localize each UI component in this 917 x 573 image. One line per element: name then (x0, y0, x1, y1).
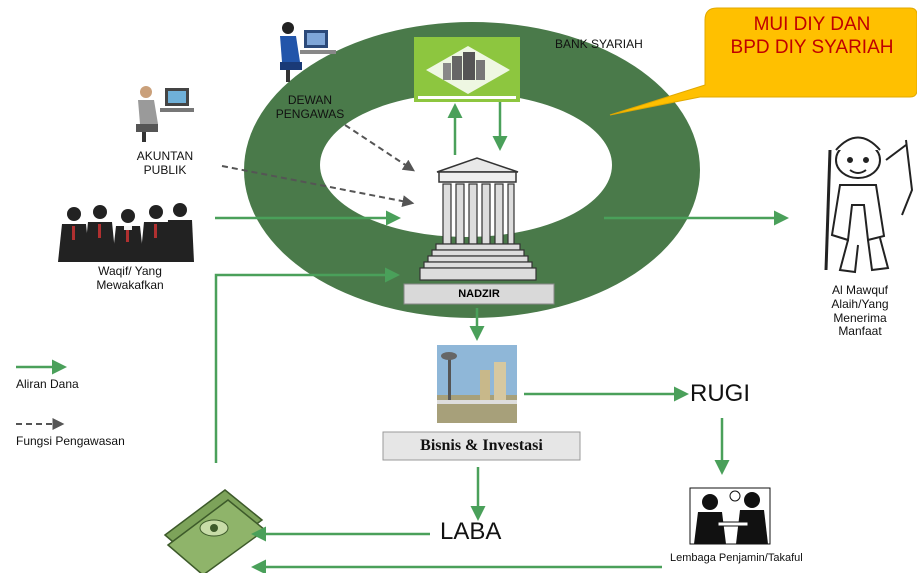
callout-text: MUI DIY DAN BPD DIY SYARIAH (707, 14, 917, 60)
callout-bubble (609, 7, 917, 116)
mawquf-line-2: Alaih/Yang (831, 296, 889, 311)
bank-building-icon (414, 37, 520, 102)
mawquf-line-3: Menerima (833, 310, 887, 325)
cartoon-man-icon (824, 136, 914, 274)
laba-label: LABA (440, 518, 502, 545)
legend-fungsi-pengawasan: Fungsi Pengawasan (16, 434, 125, 448)
mawquf-label: Al Mawquf Alaih/Yang Menerima Manfaat (810, 283, 910, 339)
bank-syariah-label: BANK SYARIAH (555, 37, 643, 51)
arrow-dewan-to-nadzir (344, 124, 416, 172)
staff-meeting-icon (689, 487, 771, 545)
nadzir-building-icon (419, 157, 537, 281)
mawquf-line-4: Manfaat (838, 324, 882, 339)
arrow-akuntan-to-nadzir (221, 165, 415, 208)
akuntan-publik-label: AKUNTAN PUBLIK (120, 149, 210, 178)
people-group-icon (58, 203, 194, 262)
mawquf-line-1: Al Mawquf (831, 283, 889, 297)
nadzir-label: NADZIR (458, 288, 500, 300)
waqif-line-1: Waqif/ Yang (98, 264, 162, 278)
arrow-money-to-nadzir (214, 267, 400, 463)
bisnis-investasi-label: Bisnis & Investasi (420, 437, 543, 454)
bisnis-box (382, 431, 581, 461)
dewan-line-1: DEWAN (287, 93, 333, 107)
nadzir-box (403, 283, 555, 305)
waqif-line-2: Mewakafkan (96, 277, 164, 292)
dewan-line-2: PENGAWAS (275, 106, 345, 121)
office-worker-icon (280, 22, 336, 82)
supervision-arrows (16, 124, 416, 430)
callout-line-1: MUI DIY DAN (753, 14, 871, 35)
accountant-icon (136, 86, 194, 142)
dewan-pengawas-label: DEWAN PENGAWAS (270, 93, 350, 122)
flow-arrows (16, 102, 789, 573)
akuntan-line-1: AKUNTAN (136, 149, 194, 163)
legend-aliran-dana: Aliran Dana (16, 377, 79, 391)
waqif-label: Waqif/ Yang Mewakafkan (70, 264, 190, 293)
rugi-label: RUGI (690, 380, 750, 407)
city-photo-icon (437, 345, 517, 423)
money-stack-icon (163, 489, 267, 573)
callout-line-2: BPD DIY SYARIAH (730, 36, 894, 58)
akuntan-line-2: PUBLIK (143, 162, 187, 177)
lembaga-label: Lembaga Penjamin/Takaful (670, 552, 803, 564)
